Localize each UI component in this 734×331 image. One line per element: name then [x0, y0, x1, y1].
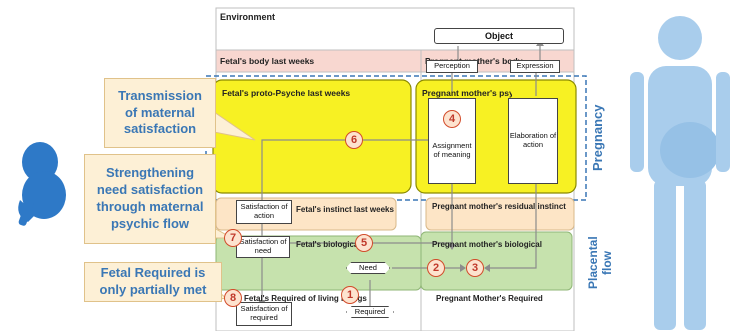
- mother-biological-label: Pregnant mother's biological: [432, 240, 542, 249]
- fetal-biological-label: Fetal's biological: [296, 240, 361, 249]
- mother-silhouette: [630, 16, 730, 330]
- step-number-5: 5: [355, 234, 373, 252]
- fetal-psyche-label: Fetal's proto-Psyche last weeks: [222, 88, 351, 98]
- callout-transmission: Transmission of maternal satisfaction: [104, 78, 216, 148]
- step-number-8: 8: [224, 289, 242, 307]
- step-number-2: 2: [427, 259, 445, 277]
- required-box: Required: [346, 306, 394, 318]
- callout-partially-met: Fetal Required is only partially met: [84, 262, 222, 302]
- callout-strengthening: Strengthening need satisfaction through …: [84, 154, 216, 244]
- step-number-6: 6: [345, 131, 363, 149]
- fetus-silhouette: [18, 142, 66, 226]
- fetal-body-label: Fetal's body last weeks: [220, 56, 315, 66]
- fetal-required-label: Fetal's Required of living beings: [244, 294, 367, 303]
- pregnancy-label: Pregnancy: [590, 104, 605, 172]
- environment-label: Environment: [220, 12, 276, 22]
- step-number-3: 3: [466, 259, 484, 277]
- step-number-1: 1: [341, 286, 359, 304]
- satisfaction-required-box: Satisfaction of required: [236, 302, 292, 326]
- mother-psyche-label: Pregnant mother's psyche: [422, 88, 512, 98]
- mother-biological-band: [420, 231, 573, 291]
- step-number-7: 7: [224, 229, 242, 247]
- satisfaction-need-box: Satisfaction of need: [236, 236, 290, 258]
- expression-box: Expression: [510, 60, 560, 73]
- assignment-box: Assignment of meaning: [428, 98, 476, 184]
- perception-box: Perception: [426, 60, 478, 73]
- placental-flow-label: Placental flow: [586, 236, 614, 290]
- step-number-4: 4: [443, 110, 461, 128]
- satisfaction-action-box: Satisfaction of action: [236, 200, 292, 224]
- need-box: Need: [346, 262, 390, 274]
- mother-instinct-band: [425, 197, 575, 231]
- mother-required-label: Pregnant Mother's Required: [436, 294, 543, 303]
- object-box: Object: [434, 28, 564, 44]
- fetal-instinct-label: Fetal's instinct last weeks: [296, 205, 394, 214]
- elaboration-box: Elaboration of action: [508, 98, 558, 184]
- mother-instinct-label: Pregnant mother's residual instinct: [432, 202, 566, 211]
